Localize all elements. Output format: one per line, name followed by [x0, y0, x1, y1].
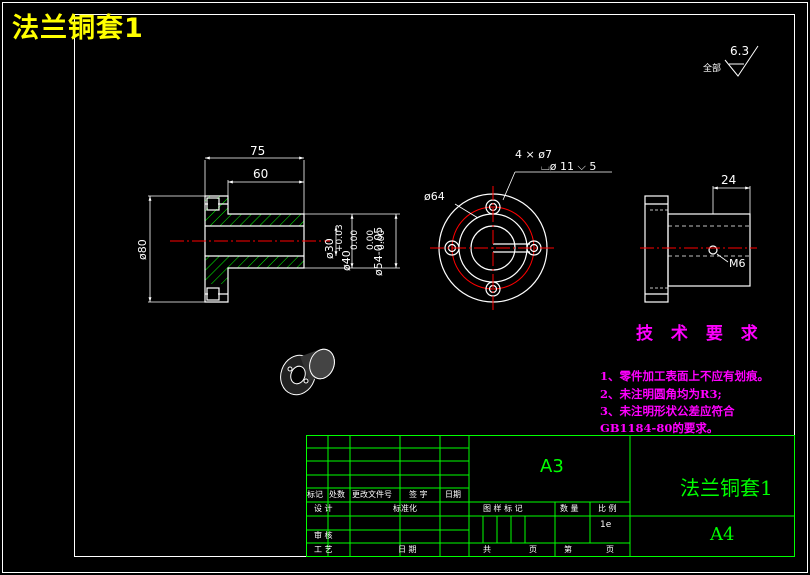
side-view — [644, 186, 751, 303]
dim-dia-40: ø40 — [340, 250, 353, 271]
tb-label-count: 处数 — [329, 490, 345, 499]
tb-label-page-no: 第 — [564, 545, 572, 554]
tb-part-name: 法兰铜套1 — [680, 476, 773, 500]
dim-dia-30: ø30 — [323, 238, 336, 259]
tb-label-standardize: 标准化 — [393, 504, 417, 513]
tech-requirements-heading: 技 术 要 求 — [636, 324, 764, 344]
tb-scale-value: 1e — [600, 520, 612, 530]
tol-30-upper: +0.03 — [335, 224, 345, 252]
dim-dia-80: ø80 — [136, 239, 149, 260]
tb-label-review: 审 核 — [314, 531, 333, 540]
tb-label-total: 共 — [483, 545, 491, 554]
tech-requirement-1: 1、零件加工表面上不应有划痕。 — [600, 369, 769, 383]
tech-requirement-4: GB1184-80的要求。 — [600, 421, 719, 435]
end-view — [438, 171, 612, 303]
tb-label-sheet-unit: 页 — [529, 545, 537, 554]
roughness-prefix: 全部 — [703, 62, 721, 74]
section-view: 75 60 ø80 ø30 +0.03 0.00 ø40 0.00 0.00 ø… — [136, 144, 400, 303]
isometric-view — [280, 348, 335, 396]
hatch-sleeve-upper — [228, 214, 304, 226]
hatch-sleeve-lower — [228, 256, 304, 268]
tol-40-lower: 0.00 — [377, 230, 387, 250]
tech-requirement-2: 2、未注明圆角均为R3; — [600, 387, 722, 401]
tb-drawing-no: A4 — [710, 524, 735, 545]
dim-thread: M6 — [729, 257, 746, 270]
tb-label-change-doc: 更改文件号 — [352, 490, 392, 499]
tol-40-upper: 0.00 — [366, 230, 376, 250]
drawing-title: 法兰铜套1 — [12, 13, 144, 44]
tb-label-process: 工 艺 — [314, 545, 333, 554]
dim-75: 75 — [250, 144, 265, 158]
title-block-grid — [306, 435, 795, 557]
tb-label-scale: 比 例 — [598, 504, 617, 513]
tb-label-date2: 日 期 — [398, 545, 417, 554]
dim-holes-count: 4 × ø7 — [515, 148, 552, 161]
tb-sheet-size: A3 — [540, 456, 564, 477]
tol-30-lower: 0.00 — [350, 230, 360, 250]
dim-holes-spec: ⌴ø 11 ⌵ 5 — [541, 160, 596, 173]
tb-label-stage-mark: 图 样 标 记 — [483, 504, 523, 513]
tb-label-design: 设 计 — [314, 504, 333, 513]
end-view-centerlines — [430, 186, 556, 310]
hatch-flange-lower — [205, 256, 228, 284]
tb-label-mark: 标记 — [307, 490, 323, 499]
tb-label-quantity: 数 量 — [560, 504, 579, 513]
tech-requirement-3: 3、未注明形状公差应符合 — [600, 404, 735, 418]
dim-24: 24 — [721, 173, 736, 187]
dim-dia-64: ø64 — [424, 190, 445, 203]
tb-label-sheet-unit2: 页 — [606, 545, 614, 554]
dim-60: 60 — [253, 167, 268, 181]
roughness-symbol — [724, 45, 759, 77]
roughness-value: 6.3 — [730, 44, 749, 58]
tb-label-sign: 签 字 — [409, 490, 428, 499]
dim-dia-54: ø54-0.05 — [372, 227, 385, 276]
tb-label-date: 日期 — [445, 490, 461, 499]
